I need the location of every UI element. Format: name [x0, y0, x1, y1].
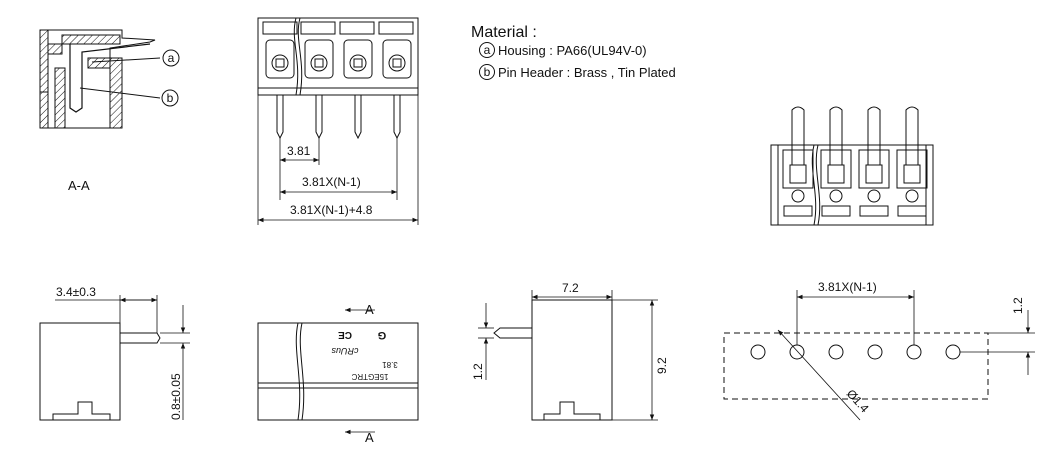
- top-housing: [257, 322, 419, 421]
- side-right-dim-width: 7.2: [562, 281, 579, 295]
- rear-cells: [782, 149, 928, 217]
- section-pin: [69, 43, 151, 113]
- side-right-dim-height: 9.2: [655, 357, 669, 374]
- section-marker-bottom: A: [365, 430, 374, 445]
- callout-a-circle: [162, 49, 180, 67]
- side-dim-top: 3.4±0.3: [56, 285, 96, 299]
- pcb-hole: [789, 344, 805, 360]
- callout-b-circle: [161, 89, 179, 107]
- section-marker-top: A: [365, 302, 374, 317]
- section-view-a-a: [39, 29, 180, 129]
- material-text-pin: Pin Header : Brass , Tin Plated: [498, 64, 676, 80]
- front-view: [257, 17, 419, 225]
- pcb-dim-hole: Ø1.4: [844, 387, 872, 416]
- pcb-layout: [723, 290, 1035, 421]
- material-marker-a: a: [479, 42, 495, 58]
- pcb-hole: [750, 344, 766, 360]
- pcb-dim-span: 3.81X(N-1): [818, 280, 877, 294]
- front-dim-total: 3.81X(N-1)+4.8: [290, 203, 373, 217]
- rear-housing: [770, 144, 934, 226]
- pcb-hole: [867, 344, 883, 360]
- material-title: Material :: [471, 24, 537, 41]
- section-label: A-A: [68, 178, 90, 193]
- pcb-hole: [828, 344, 844, 360]
- top-view: [257, 307, 419, 435]
- callout-b-label: b: [167, 91, 174, 105]
- front-pins: [276, 95, 401, 140]
- material-item-housing: a Housing : PA66(UL94V-0): [479, 42, 647, 58]
- marking-model: 15EGTRC: [351, 372, 388, 381]
- front-slots: [262, 21, 414, 79]
- pcb-hole: [906, 344, 922, 360]
- side-housing: [39, 322, 121, 421]
- side-view-left: [39, 295, 190, 421]
- top-markings: 15EGTRC 3.81 cRUus CE G: [331, 329, 398, 381]
- callout-a-label: a: [168, 51, 175, 65]
- front-housing: [257, 17, 419, 96]
- section-housing: [39, 29, 156, 129]
- side-view-right: [478, 290, 658, 421]
- marking-pitch: 3.81: [382, 360, 398, 369]
- ce-logo: CE: [338, 329, 352, 340]
- front-dim-pitch: 3.81: [287, 144, 311, 158]
- pcb-outline: [723, 332, 989, 400]
- material-item-pin: b Pin Header : Brass , Tin Plated: [479, 64, 676, 80]
- material-marker-b: b: [479, 64, 495, 80]
- side-right-dim-pin: 1.2: [471, 363, 485, 380]
- side-dim-pin: 0.8±0.05: [169, 373, 183, 420]
- rear-pins: [791, 106, 919, 166]
- front-dim-span: 3.81X(N-1): [302, 175, 361, 189]
- pcb-hole: [945, 344, 961, 360]
- material-text-housing: Housing : PA66(UL94V-0): [498, 42, 647, 58]
- rear-view: [770, 106, 934, 226]
- pcb-dim-offset: 1.2: [1011, 297, 1025, 314]
- ul-logo: cRUus: [331, 346, 359, 356]
- side-right-housing: [531, 299, 613, 421]
- brand-logo: G: [378, 329, 387, 341]
